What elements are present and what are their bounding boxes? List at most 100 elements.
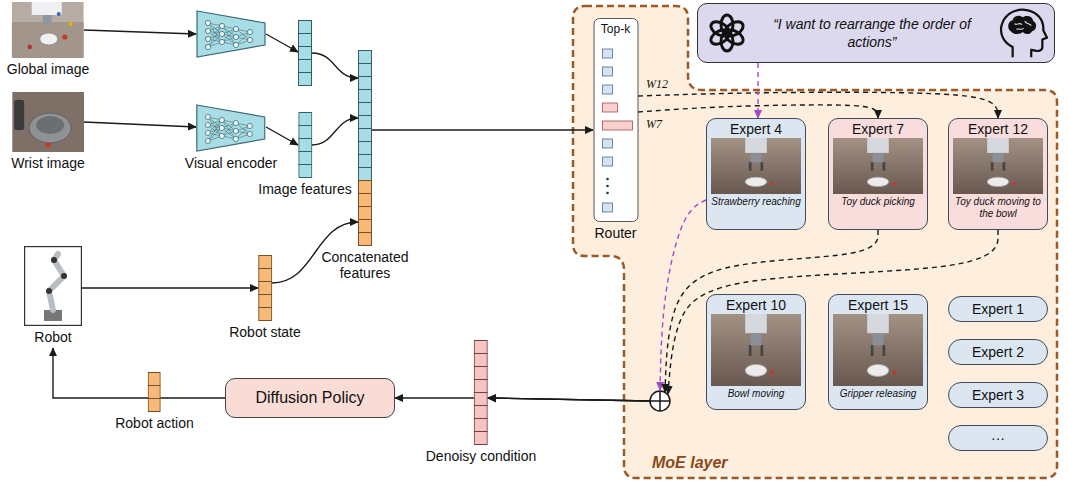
- sum-symbol: [650, 391, 670, 411]
- box-label: Diffusion Policy: [255, 389, 364, 407]
- connector-line: [82, 287, 258, 288]
- vector-cell: [359, 194, 372, 207]
- condition-vector-shape: [474, 340, 488, 445]
- expert-box: Expert 12 Toy duck moving to the bowl: [948, 118, 1048, 230]
- camera-image: Global image: [7, 2, 90, 77]
- vector-cell: [474, 406, 487, 419]
- vector-cell: [258, 282, 271, 295]
- node-label: Robot action: [115, 415, 194, 431]
- node-label: Wrist image: [11, 155, 85, 171]
- robot-image-picture: [25, 247, 82, 326]
- connector-line: [395, 397, 474, 398]
- expert-frame-photo: [953, 138, 1043, 194]
- router-box: Top-kRouter: [593, 18, 638, 241]
- vector-cell: [359, 64, 372, 77]
- expert-box: Expert 15Gripper releasing: [828, 294, 928, 410]
- vector-cell: [474, 432, 487, 445]
- vector-cell: [148, 399, 160, 412]
- vector-cell: [359, 220, 372, 233]
- expert-title: Expert 2: [972, 344, 1024, 360]
- expert-title: Expert 12: [968, 121, 1028, 138]
- vector-cell: [359, 116, 372, 129]
- camera-image-picture: [12, 2, 84, 58]
- connector: [53, 348, 225, 398]
- visual-encoder: [197, 11, 265, 57]
- expert-title: Expert 15: [848, 297, 908, 314]
- instruction-bubble: “I want to rearrange the order of action…: [697, 3, 1055, 63]
- vector-cells: [148, 372, 161, 412]
- robot-image-shape: [24, 246, 82, 326]
- expert-title: Expert 4: [730, 121, 782, 138]
- instruction-text: “I want to rearrange the order of action…: [750, 15, 994, 51]
- action-vector-shape: [148, 372, 161, 412]
- vector-cell: [359, 207, 372, 220]
- state-vector: Robot state: [229, 255, 301, 340]
- router-weights: [602, 49, 632, 212]
- connector-line: [266, 127, 298, 145]
- camera-image-shape: [12, 92, 84, 152]
- region-outline: [570, 4, 1060, 480]
- visual-encoder: Visual encoder: [185, 104, 277, 171]
- human-brain-icon: [994, 7, 1048, 59]
- node-label: Robot state: [229, 324, 301, 340]
- feature-vector-shape: [358, 50, 372, 246]
- expert-frame-photo: [833, 138, 923, 194]
- vector-cell: [359, 181, 372, 194]
- vector-cell: [148, 386, 160, 399]
- vector-cell: [298, 113, 311, 126]
- connector: [266, 127, 298, 145]
- expert-caption: Toy duck picking: [841, 196, 915, 208]
- flow-line: [84, 30, 196, 34]
- vector-cells: [298, 112, 312, 178]
- openai-logo: [708, 15, 745, 51]
- vector-cell: [258, 308, 271, 321]
- expert-title: ···: [991, 430, 1005, 446]
- expert-frame-photo: [833, 314, 923, 386]
- vector-cell: [359, 233, 372, 246]
- vector-cell: [298, 165, 311, 178]
- routing-weight: W7: [646, 117, 662, 132]
- visual-encoder-picture: [196, 104, 266, 152]
- expert-box: Expert 7 Toy duck picking: [828, 118, 928, 230]
- camera-image-picture: [12, 92, 84, 152]
- action-vector: Robot action: [115, 372, 194, 431]
- connector: [758, 63, 759, 118]
- expert-frame-photo: [833, 138, 923, 194]
- vector-cell: [258, 295, 271, 308]
- connector-line: [53, 348, 225, 398]
- connector: [82, 288, 258, 289]
- condition-vector: Denoisy condition: [426, 340, 537, 464]
- camera-image-picture: [12, 92, 84, 152]
- openai-logo: [704, 10, 750, 56]
- node-label: Global image: [7, 61, 90, 77]
- policy-box: Diffusion Policy: [225, 378, 395, 418]
- vector-cell: [359, 168, 372, 181]
- connector: [84, 122, 196, 127]
- expert-frame-photo: [953, 138, 1043, 194]
- expert-caption: Toy duck moving to the bowl: [953, 196, 1043, 220]
- feature-vector: Concatenated features: [315, 50, 415, 281]
- vector-cell: [298, 126, 311, 139]
- vector-cell: [474, 341, 487, 354]
- expert-frame-photo: [711, 138, 801, 194]
- vector-cell: [359, 90, 372, 103]
- connector-line: [372, 129, 593, 130]
- routing-weight: W12: [646, 77, 668, 92]
- expert-title: Expert 7: [852, 121, 904, 138]
- node-label: Denoisy condition: [426, 448, 537, 464]
- expert-title: Expert 3: [972, 387, 1024, 403]
- expert-pill: Expert 3: [948, 382, 1048, 408]
- connector-line: [312, 118, 358, 145]
- vector-cell: [359, 155, 372, 168]
- node-label: Robot: [34, 329, 71, 345]
- node-label: Image features: [258, 181, 351, 197]
- camera-image: Wrist image: [11, 92, 85, 171]
- expert-caption: Bowl moving: [728, 388, 785, 400]
- node-label: Concatenated features: [315, 249, 415, 281]
- vector-cell: [258, 256, 271, 269]
- vector-cell: [258, 269, 271, 282]
- vector-cell: [474, 354, 487, 367]
